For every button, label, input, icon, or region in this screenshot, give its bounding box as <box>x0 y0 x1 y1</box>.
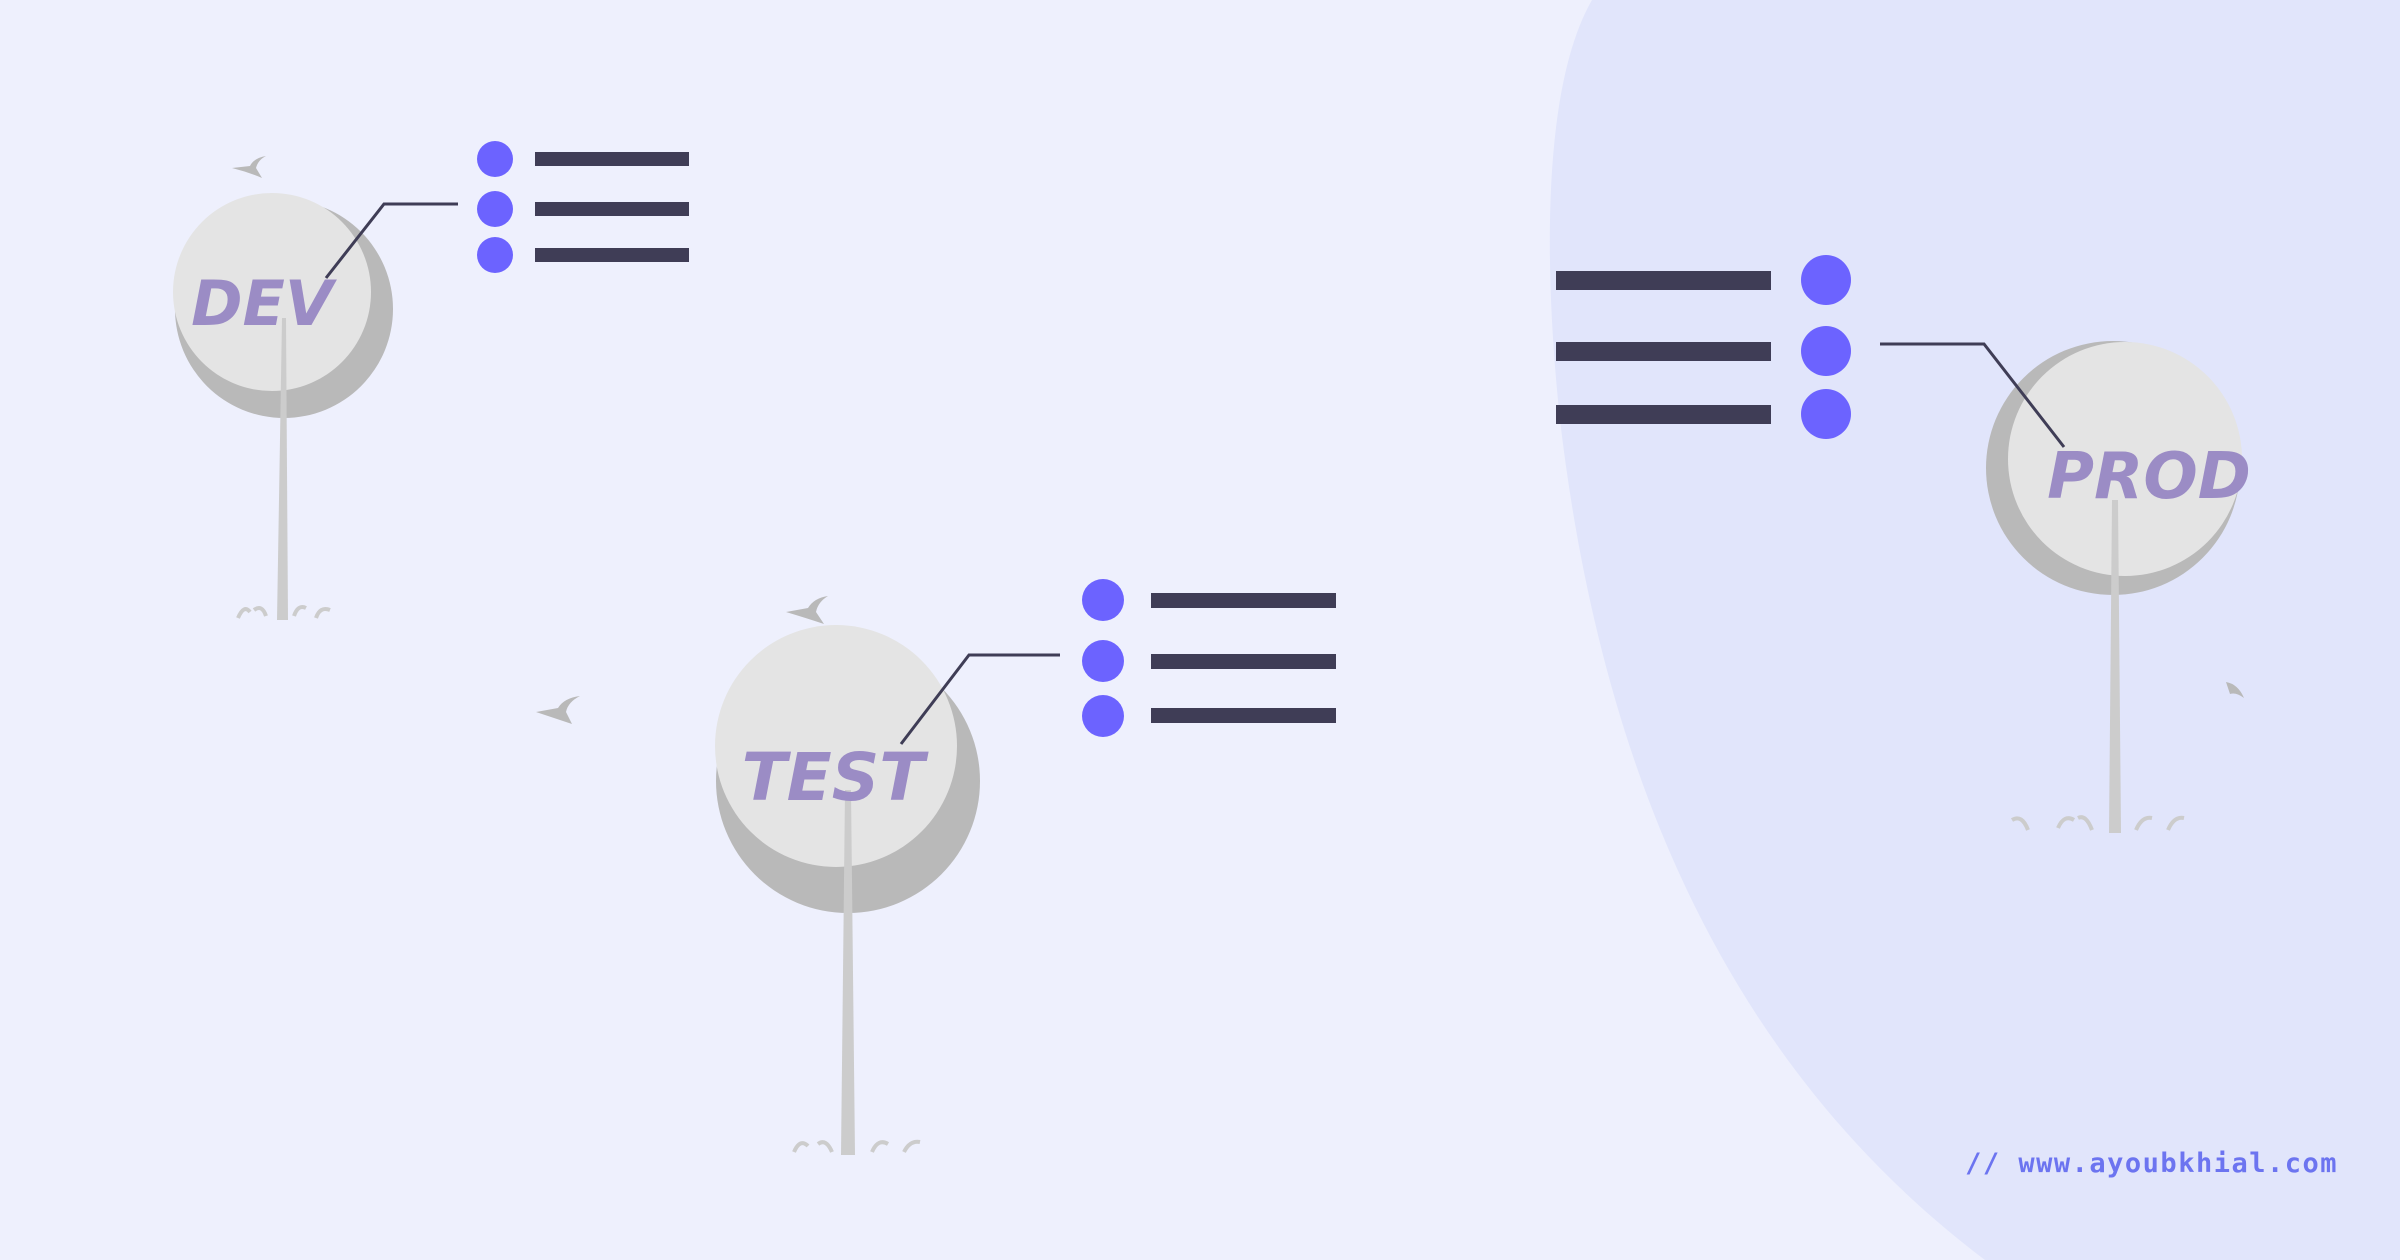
tree-test: TEST <box>715 579 1336 1155</box>
tree-prod: PROD <box>1556 255 2251 833</box>
background-hill <box>1549 0 2400 1260</box>
tree-test-trunk <box>841 790 855 1155</box>
bird-icon <box>232 156 266 178</box>
tree-prod-label: PROD <box>2047 440 2251 514</box>
tree-dev-label: DEV <box>191 267 338 340</box>
tree-prod-canopy <box>2008 342 2242 576</box>
tree-prod-trunk <box>2109 500 2121 833</box>
tree-prod-connector <box>1880 342 2066 448</box>
footer-url: // www.ayoubkhial.com <box>1965 1148 2338 1179</box>
bird-icon <box>786 596 828 624</box>
bird-icon <box>536 696 580 724</box>
grass-icon <box>236 605 331 619</box>
tree-dev: DEV <box>173 141 689 620</box>
grass-icon <box>2010 815 2185 831</box>
tree-dev-canopy <box>173 193 371 391</box>
tree-test-connector <box>899 653 1060 745</box>
tree-test-canopy <box>715 625 957 867</box>
list-icon <box>477 141 689 273</box>
tree-dev-trunk <box>277 318 288 620</box>
bird-icon <box>2226 682 2244 698</box>
grass-icon <box>792 1139 921 1153</box>
list-icon <box>1082 579 1336 737</box>
tree-test-label: TEST <box>742 739 930 816</box>
list-icon <box>1556 255 1851 439</box>
tree-dev-connector <box>324 202 458 279</box>
